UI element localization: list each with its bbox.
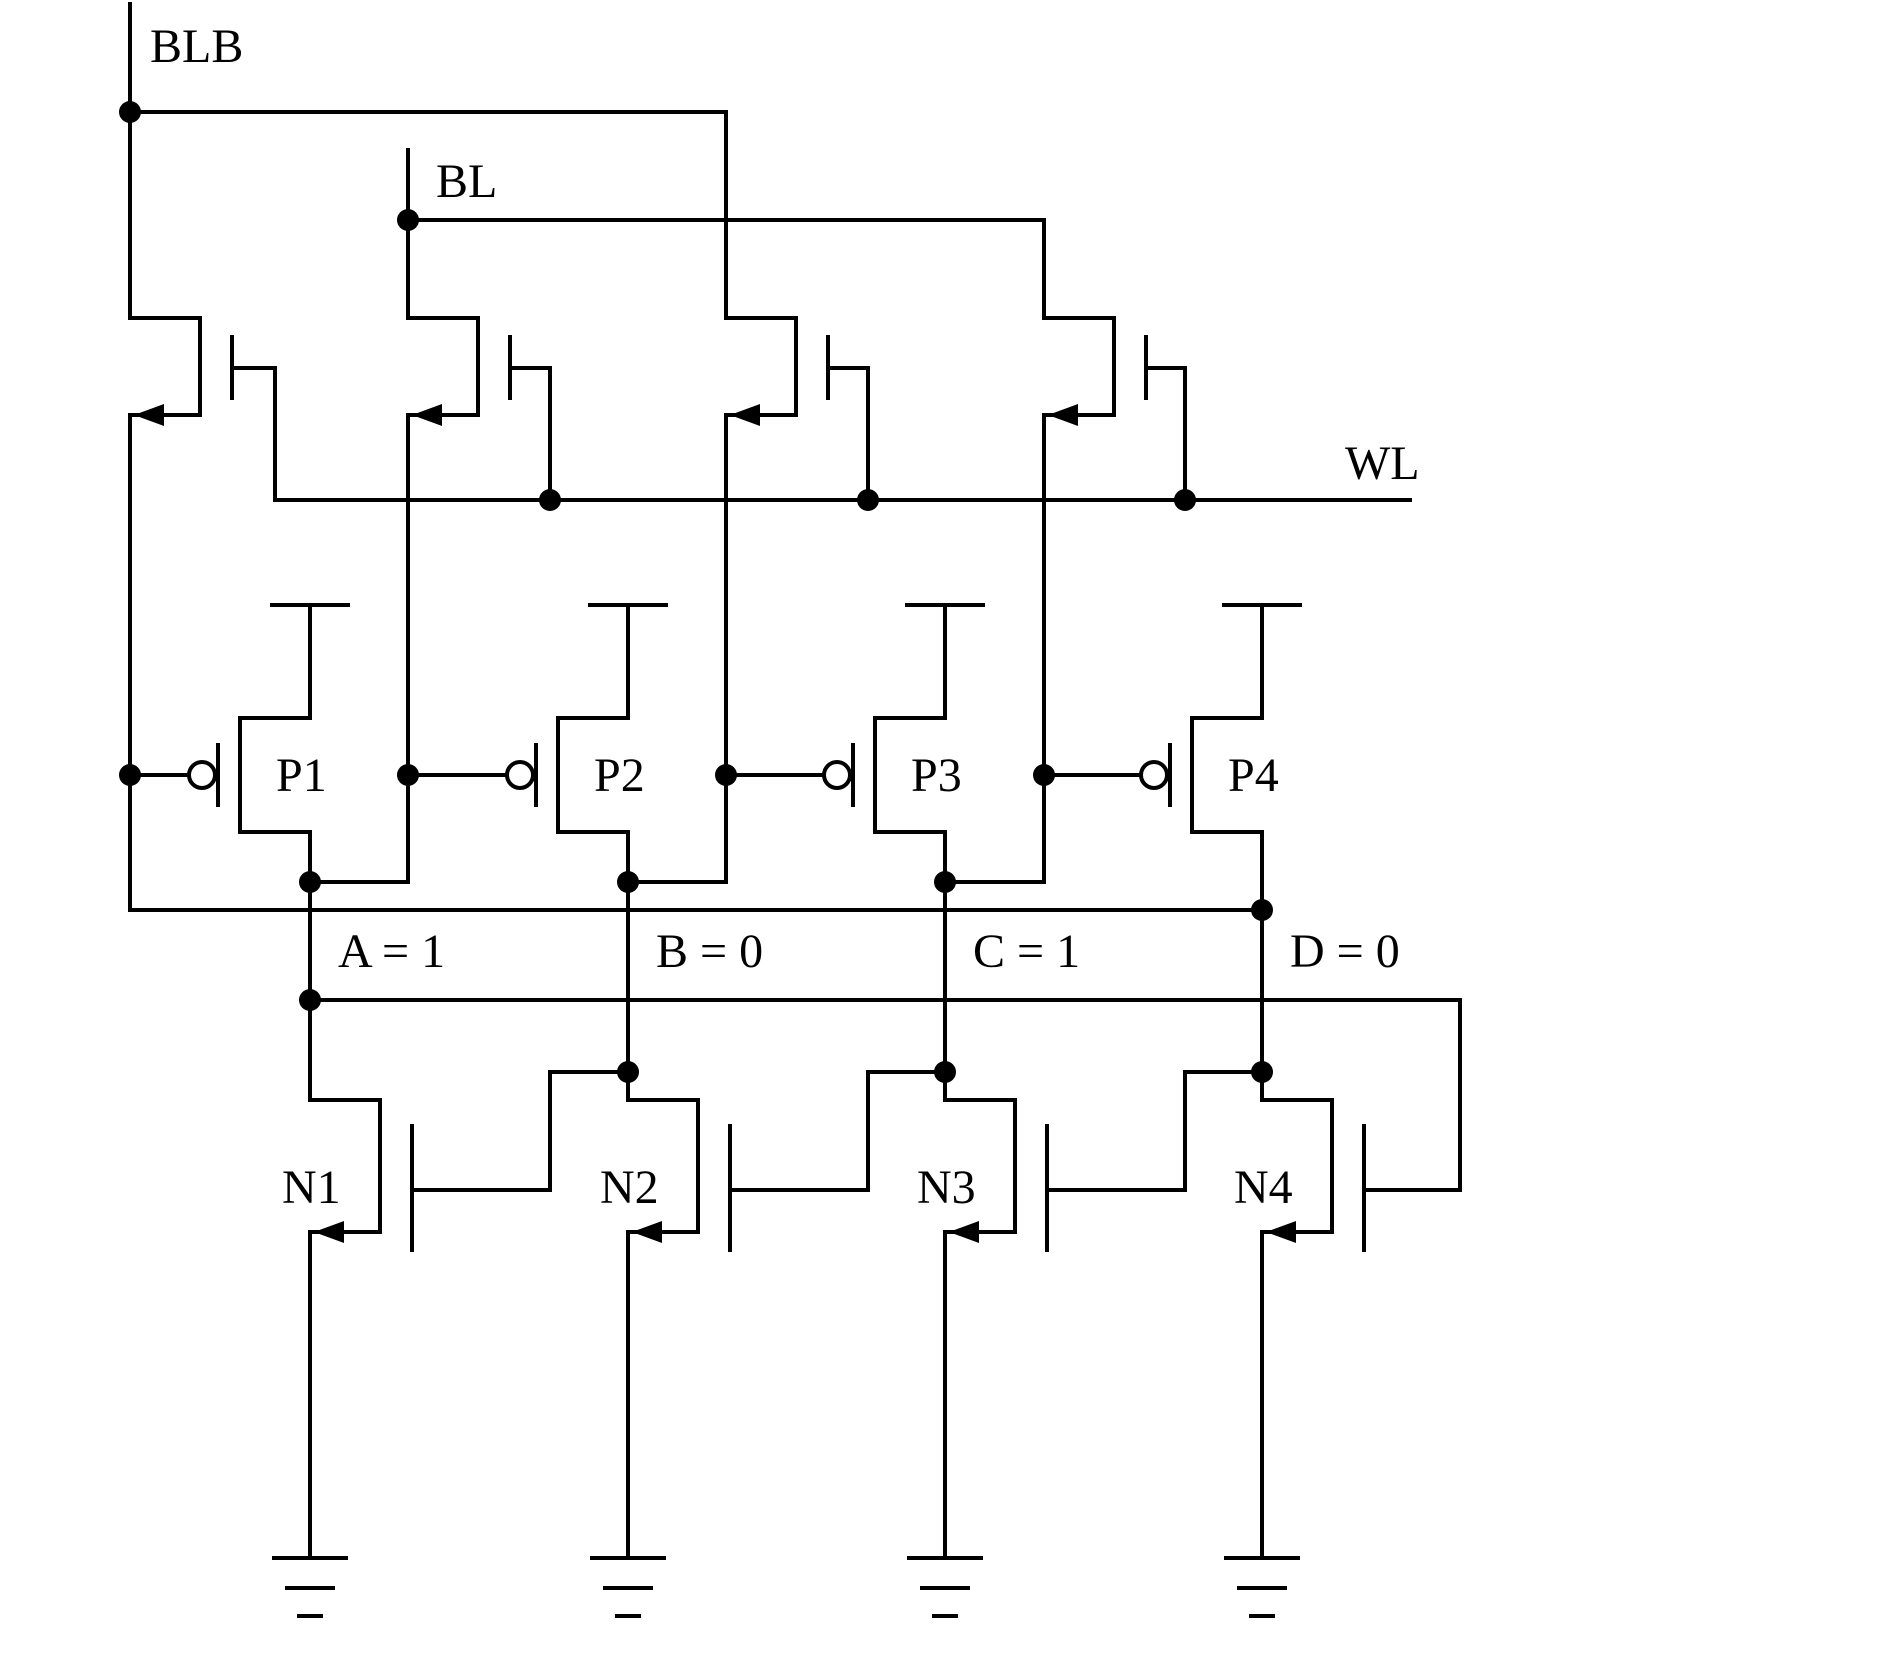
nmos-source-arrow-icon: [632, 1221, 662, 1243]
junction-dot: [857, 489, 879, 511]
access-transistor-4: [1042, 316, 1187, 502]
bl-label: BL: [436, 155, 497, 208]
junction-dot: [539, 489, 561, 511]
node-value-a: A = 1: [338, 925, 445, 978]
nmos-source-arrow-icon: [949, 1221, 979, 1243]
pmos-transistor-p2: [406, 603, 668, 884]
pmos-label-p4: P4: [1228, 749, 1279, 802]
nmos-transistor-n4: [1260, 1098, 1462, 1560]
nmos-source-arrow-icon: [730, 404, 760, 426]
junction-dot: [617, 871, 639, 893]
junction-dot: [397, 764, 419, 786]
blb-label: BLB: [150, 20, 243, 73]
node-value-c: C = 1: [973, 925, 1080, 978]
bl-net-wire: [406, 148, 1046, 320]
source-arrow-layer: [134, 404, 1296, 1243]
pmos-gate-bubble-icon: [1139, 760, 1169, 790]
node-value-b: B = 0: [656, 925, 763, 978]
pmos-label-p2: P2: [594, 749, 645, 802]
junction-dot: [617, 1061, 639, 1083]
access-transistor-2: [406, 316, 552, 502]
ground-symbol-1: [272, 1556, 348, 1618]
label-layer: BLB BL WL P1 P2 P3 P4 A = 1 B = 0 C = 1 …: [150, 20, 1420, 1214]
nmos-source-arrow-icon: [134, 404, 164, 426]
pmos-transistor-p1: [128, 603, 350, 884]
junction-dot-layer: [119, 101, 1273, 1083]
nmos-label-n3: N3: [917, 1161, 976, 1214]
nmos-label-n2: N2: [600, 1161, 659, 1214]
gate-bubble-layer: [187, 760, 1169, 790]
junction-dot: [119, 764, 141, 786]
access-transistor-3: [724, 316, 870, 502]
nmos-transistor-n2: [626, 1070, 947, 1560]
ground-symbol-3: [907, 1556, 983, 1618]
nmos-source-arrow-icon: [1048, 404, 1078, 426]
wire-layer: [128, 2, 1462, 1618]
nmos-source-arrow-icon: [412, 404, 442, 426]
junction-dot: [1251, 1061, 1273, 1083]
ground-symbol-4: [1224, 1556, 1300, 1618]
nmos-source-arrow-icon: [314, 1221, 344, 1243]
node-value-d: D = 0: [1290, 925, 1400, 978]
junction-dot: [715, 764, 737, 786]
junction-dot: [397, 209, 419, 231]
nmos-label-n1: N1: [282, 1161, 341, 1214]
nmos-label-n4: N4: [1234, 1161, 1293, 1214]
ground-symbol-2: [590, 1556, 666, 1618]
nmos-source-arrow-icon: [1266, 1221, 1296, 1243]
pmos-gate-bubble-icon: [822, 760, 852, 790]
pmos-label-p1: P1: [276, 749, 327, 802]
nmos-transistor-n1: [308, 1070, 630, 1560]
pmos-gate-bubble-icon: [187, 760, 217, 790]
junction-dot: [934, 871, 956, 893]
junction-dot: [1251, 899, 1273, 921]
nmos-transistor-n3: [943, 1070, 1264, 1560]
junction-dot: [934, 1061, 956, 1083]
junction-dot: [299, 871, 321, 893]
feedback-rail-bottom: [308, 998, 1462, 1192]
junction-dot: [1174, 489, 1196, 511]
junction-dot: [119, 101, 141, 123]
junction-dot: [299, 989, 321, 1011]
pmos-gate-bubble-icon: [505, 760, 535, 790]
pmos-transistor-p3: [724, 603, 985, 884]
blb-net-wire: [128, 2, 728, 320]
wl-label: WL: [1345, 437, 1420, 490]
access-transistor-1: [128, 316, 277, 502]
pmos-transistor-p4: [1042, 603, 1302, 912]
junction-dot: [1033, 764, 1055, 786]
pmos-label-p3: P3: [911, 749, 962, 802]
